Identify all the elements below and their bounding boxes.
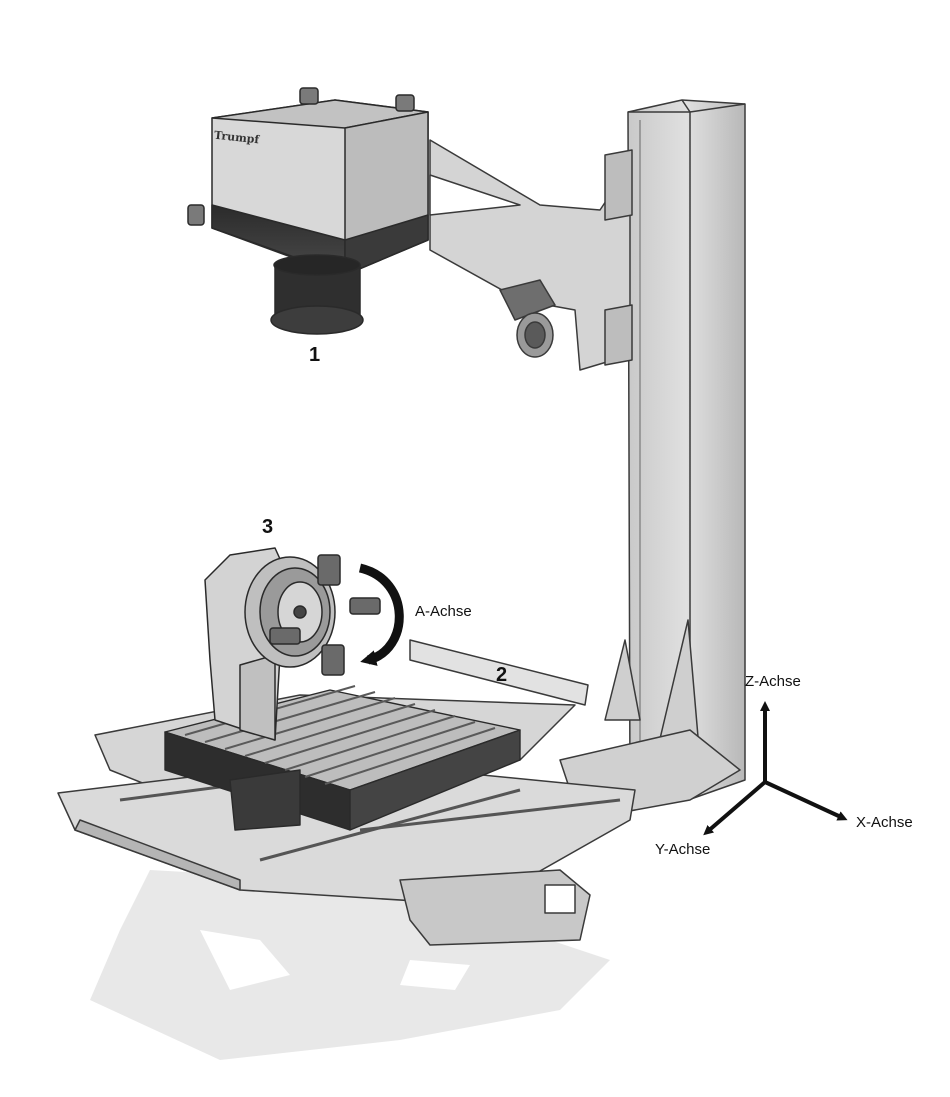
x-axis-label: X-Achse	[856, 814, 913, 831]
rotary-unit	[204, 547, 381, 741]
y-axis-arrow	[703, 780, 767, 836]
machine-column	[559, 99, 746, 821]
callout-rotary-unit: 3	[262, 516, 274, 538]
x-axis-arrow	[764, 780, 848, 821]
callout-laser-head: 1	[309, 344, 321, 366]
coordinate-axes	[703, 701, 848, 836]
head-bracket	[429, 139, 633, 371]
a-axis-label: A-Achse	[415, 603, 472, 620]
laser-head	[187, 87, 429, 335]
callout-worktable: 2	[496, 664, 508, 686]
z-axis-label: Z-Achse	[745, 673, 801, 690]
a-axis-rotation-arrow	[358, 563, 404, 666]
floor-shadow	[90, 870, 610, 1060]
y-axis-label: Y-Achse	[655, 841, 711, 858]
